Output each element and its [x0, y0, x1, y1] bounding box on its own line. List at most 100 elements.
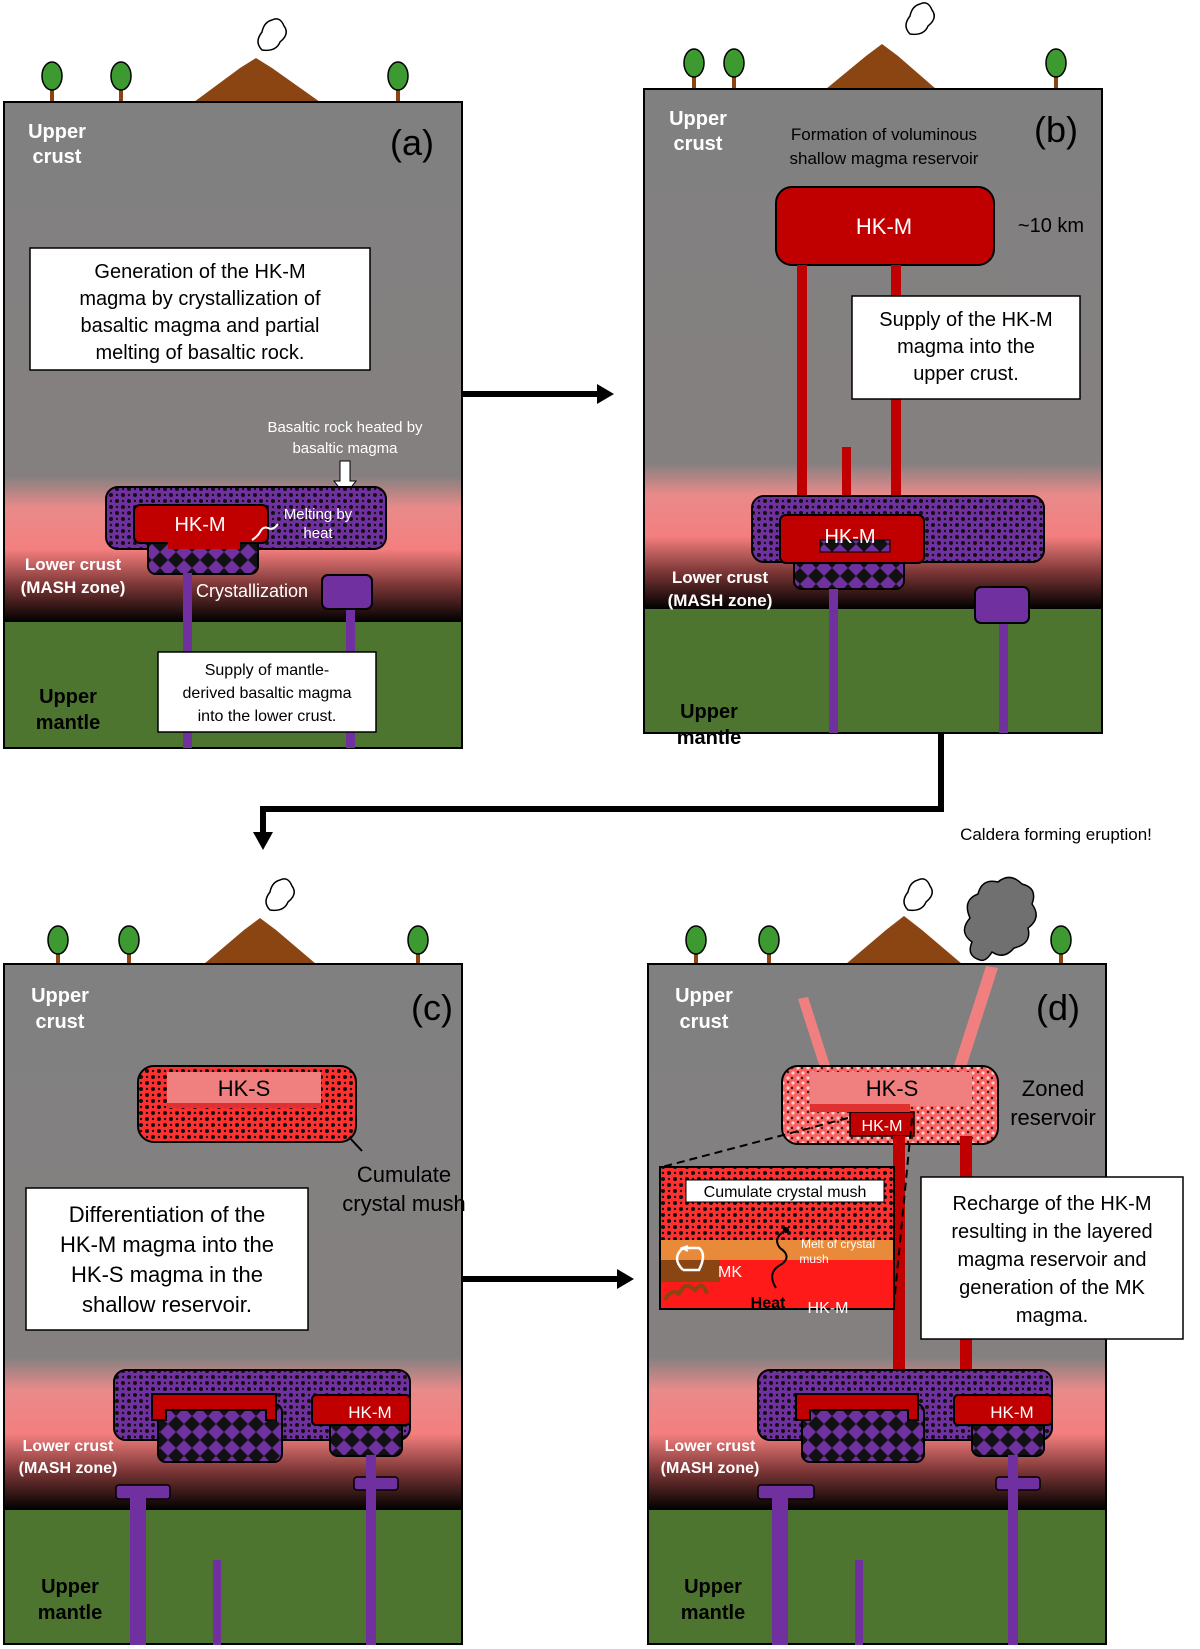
volcano-d	[846, 916, 962, 964]
hkm-label: HK-M	[862, 1118, 903, 1135]
recharge-conduit-1	[893, 1136, 905, 1420]
depth-label: ~10 km	[1018, 215, 1084, 237]
trees-c	[47, 925, 429, 964]
zoned-label: Zoned	[1022, 1076, 1084, 1101]
conduit-b-3	[842, 447, 851, 517]
inset-heat-label: Heat	[751, 1295, 786, 1312]
steam-a	[257, 18, 287, 52]
inset-melt-label: mush	[799, 1252, 828, 1266]
cumulate-label: Cumulate	[357, 1162, 451, 1187]
inset-pointer	[661, 1117, 849, 1168]
panel-a: Upper crust (a) Generation of the HK-M m…	[3, 18, 463, 749]
hks-label: HK-S	[218, 1076, 271, 1101]
lower-crust-label: (MASH zone)	[661, 1460, 760, 1477]
upper-crust-label: crust	[680, 1011, 729, 1033]
heated-label: Basaltic rock heated by	[267, 419, 423, 436]
hkm-magma-d-low	[953, 1394, 1053, 1426]
conduit-b-left	[829, 589, 838, 733]
zoned-label: reservoir	[1010, 1105, 1096, 1130]
conduit-c-right	[366, 1455, 376, 1645]
box-line: HK-S magma in the	[71, 1262, 263, 1287]
hkm-label: HK-M	[990, 1403, 1033, 1422]
text-box-b	[851, 295, 1081, 400]
volcano-c	[204, 918, 316, 964]
inset-mk-label: MK	[718, 1264, 742, 1281]
hkm-magma-d	[849, 1111, 915, 1137]
eruption-plume-icon	[963, 876, 1037, 962]
box-line: upper crust.	[913, 363, 1019, 385]
conduit-c-left	[130, 1497, 146, 1645]
crystal-mush-d-left	[801, 1403, 925, 1463]
mantle-c	[4, 1510, 462, 1644]
wavy-arrow-icon	[251, 523, 279, 541]
box-line: HK-M magma into the	[60, 1232, 274, 1257]
melting-label: Melting by	[284, 506, 353, 523]
convection-loop-icon	[675, 1246, 705, 1272]
upper-crust-label: Upper	[28, 121, 86, 143]
panel-tag: (a)	[390, 122, 434, 163]
eruption-conduit-left	[798, 997, 834, 1080]
text-box-d	[920, 1176, 1184, 1340]
upper-mantle-label: Upper	[684, 1576, 742, 1598]
caldera-label: Caldera forming eruption!	[960, 825, 1152, 844]
cumulate-label: crystal mush	[342, 1191, 465, 1216]
conduit-d-left	[772, 1497, 788, 1645]
panel-c: Upper crust (c) HK-S Cumulate crystal mu…	[3, 878, 466, 1645]
hkm-label: HK-M	[824, 526, 875, 548]
box-line: Generation of the HK-M	[94, 261, 305, 283]
box-line: into the lower crust.	[198, 708, 337, 725]
text-box-c	[25, 1187, 309, 1331]
upper-crust-label: Upper	[669, 108, 727, 130]
inset-pointer	[893, 1117, 913, 1305]
box-line: generation of the MK	[959, 1277, 1145, 1299]
crystal-mush-c-left	[157, 1403, 283, 1463]
hkm-residue-c	[151, 1393, 277, 1421]
box-line: magma.	[1016, 1305, 1088, 1327]
supply-box-a	[157, 651, 377, 733]
panel-tag: (c)	[411, 987, 453, 1028]
hks-label: HK-S	[866, 1076, 919, 1101]
lower-crust-label: (MASH zone)	[668, 591, 773, 610]
inset-melt-label: Melt of crystal	[801, 1237, 875, 1251]
inset-title-box	[685, 1179, 885, 1203]
lower-crust-label: Lower crust	[25, 555, 122, 574]
arrowhead-a-to-b	[597, 384, 614, 404]
conduit-c-mid	[213, 1560, 221, 1645]
upper-mantle-label: mantle	[681, 1602, 745, 1624]
formation-label: Formation of voluminous	[791, 125, 977, 144]
arrow-b-to-c	[260, 734, 944, 835]
basalt-pod-a	[321, 574, 373, 610]
mantle-b	[644, 609, 1102, 733]
upper-mantle-label: mantle	[36, 712, 100, 734]
upper-crust-label: Upper	[675, 985, 733, 1007]
upper-mantle-label: Upper	[39, 686, 97, 708]
box-line: magma by crystallization of	[79, 288, 321, 310]
conduit-b-1	[797, 265, 807, 515]
lower-crust-label: (MASH zone)	[19, 1460, 118, 1477]
shallow-reservoir-b	[775, 186, 995, 266]
upper-mantle-label: mantle	[677, 727, 741, 749]
formation-label: shallow magma reservoir	[790, 149, 979, 168]
box-line: Recharge of the HK-M	[953, 1193, 1152, 1215]
box-line: magma reservoir and	[958, 1249, 1147, 1271]
upper-mantle-label: Upper	[680, 701, 738, 723]
upper-crust-label: crust	[33, 146, 82, 168]
hks-magma-d	[810, 1072, 972, 1106]
inset-title: Cumulate crystal mush	[704, 1184, 867, 1201]
crystallization-label: Crystallization	[196, 581, 308, 601]
heat-flow-icon	[771, 1229, 788, 1289]
box-line: Differentiation of the	[69, 1202, 266, 1227]
trees-d	[685, 925, 1072, 964]
upper-mantle-label: mantle	[38, 1602, 102, 1624]
conduit-d-right	[1008, 1455, 1018, 1645]
trees-b	[683, 48, 1067, 88]
steam-c	[265, 878, 295, 912]
conduit-b-right	[999, 610, 1008, 733]
panel-b: Upper crust (b) Formation of voluminous …	[643, 2, 1103, 749]
upper-crust-label: crust	[674, 133, 723, 155]
arrowhead-b-to-c	[253, 832, 273, 850]
hkm-magma-c	[311, 1394, 411, 1426]
volcano-a	[194, 58, 320, 102]
panel-tag: (d)	[1036, 987, 1080, 1028]
